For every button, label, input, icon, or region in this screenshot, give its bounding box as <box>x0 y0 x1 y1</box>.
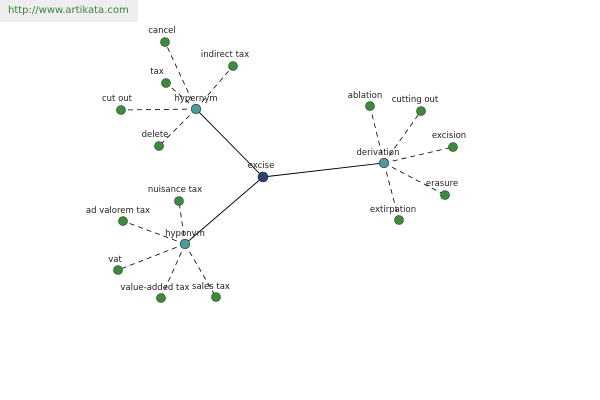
label-sales-tax[interactable]: sales tax <box>192 282 230 292</box>
node-cancel[interactable] <box>160 37 170 47</box>
edge-hyponym-sales-tax <box>184 243 217 298</box>
edge-hyponym-vat <box>117 243 186 271</box>
node-cut-out[interactable] <box>116 105 126 115</box>
node-delete[interactable] <box>154 141 164 151</box>
labels-layer: excise hypernym cancel indirect tax tax cut o… <box>86 26 466 293</box>
edge-hyponym-nuisance-tax <box>178 200 186 245</box>
node-indirect-tax[interactable] <box>228 61 238 71</box>
edge-derivation-excision <box>383 146 454 164</box>
edge-derivation-erasure <box>383 162 446 196</box>
edge-hypernym-cut-out <box>120 108 197 111</box>
node-hypernym[interactable] <box>190 103 202 115</box>
label-tax[interactable]: tax <box>150 67 164 77</box>
edge-excise-derivation <box>262 162 385 178</box>
node-erasure[interactable] <box>440 190 450 200</box>
node-extirpation[interactable] <box>394 215 404 225</box>
label-excise[interactable]: excise <box>248 161 275 171</box>
edge-hypernym-delete <box>158 108 197 147</box>
label-ablation[interactable]: ablation <box>348 91 382 101</box>
edge-excise-hypernym <box>195 108 264 178</box>
label-delete[interactable]: delete <box>142 130 169 140</box>
edges-layer <box>117 41 454 299</box>
edge-hypernym-tax <box>165 82 197 110</box>
label-cut-out[interactable]: cut out <box>102 94 133 104</box>
edge-excise-hyponym <box>184 176 264 245</box>
node-sales-tax[interactable] <box>211 292 221 302</box>
node-derivation[interactable] <box>378 157 390 169</box>
node-ablation[interactable] <box>365 101 375 111</box>
label-cutting-out[interactable]: cutting out <box>392 95 439 105</box>
label-erasure[interactable]: erasure <box>426 179 458 189</box>
label-ad-valorem-tax[interactable]: ad valorem tax <box>86 206 150 216</box>
node-excise[interactable] <box>257 171 269 183</box>
source-link[interactable]: http://www.artikata.com <box>0 0 138 22</box>
label-hyponym[interactable]: hyponym <box>165 229 205 239</box>
edge-hyponym-value-added-tax <box>160 243 186 299</box>
edge-hypernym-indirect-tax <box>195 65 234 110</box>
label-excision[interactable]: excision <box>432 131 466 141</box>
label-vat[interactable]: vat <box>108 255 122 265</box>
node-excision[interactable] <box>448 142 458 152</box>
node-tax[interactable] <box>161 78 171 88</box>
edge-hyponym-ad-valorem-tax <box>122 220 186 245</box>
edge-hypernym-cancel <box>164 41 197 110</box>
label-value-added-tax[interactable]: value-added tax <box>120 283 189 293</box>
label-extirpation[interactable]: extirpation <box>370 205 416 215</box>
edge-derivation-cutting-out <box>383 110 422 164</box>
label-nuisance-tax[interactable]: nuisance tax <box>148 185 202 195</box>
label-cancel[interactable]: cancel <box>148 26 176 36</box>
nodes-layer <box>113 37 458 303</box>
node-vat[interactable] <box>113 265 123 275</box>
label-derivation[interactable]: derivation <box>356 148 399 158</box>
label-indirect-tax[interactable]: indirect tax <box>201 50 249 60</box>
node-nuisance-tax[interactable] <box>174 196 184 206</box>
node-cutting-out[interactable] <box>416 106 426 116</box>
edge-derivation-extirpation <box>383 162 400 221</box>
edge-derivation-ablation <box>369 105 385 164</box>
node-value-added-tax[interactable] <box>156 293 166 303</box>
label-hypernym[interactable]: hypernym <box>174 94 217 104</box>
node-hyponym[interactable] <box>179 238 191 250</box>
node-ad-valorem-tax[interactable] <box>118 216 128 226</box>
